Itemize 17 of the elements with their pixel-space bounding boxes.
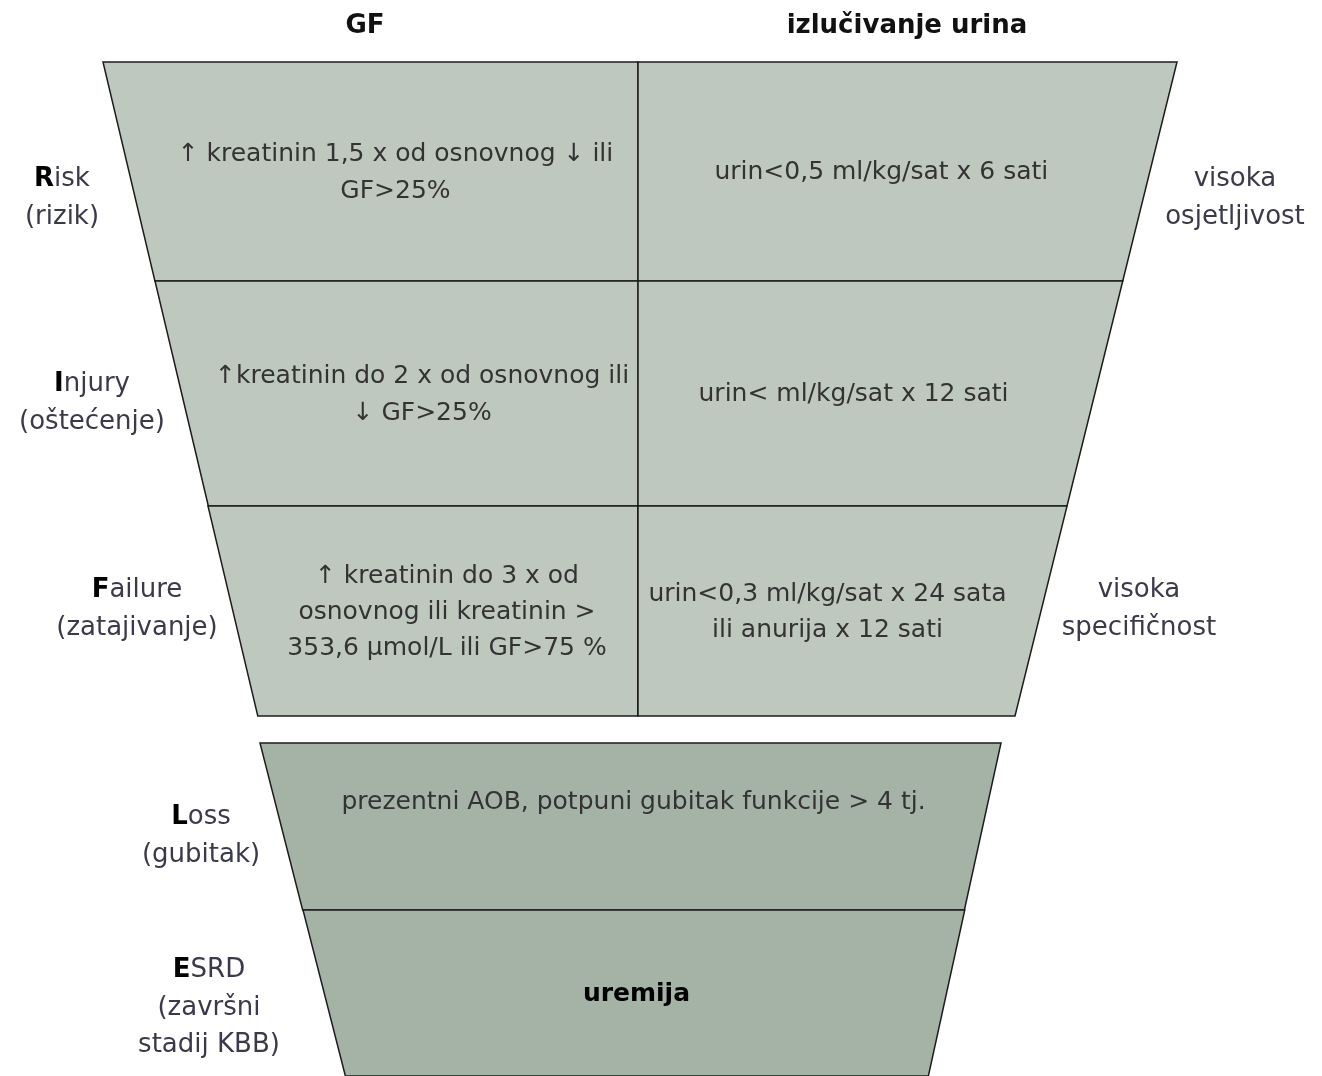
cell-text: urin<0,5 ml/kg/sat x 6 sati [714,155,1049,188]
column-heading: GF [344,8,386,42]
side-note: visoka specifičnost [1060,572,1218,643]
cell-text: uremija [582,976,691,1009]
cell-text: urin< ml/kg/sat x 12 sati [698,377,1009,410]
column-heading: izlučivanje urina [785,8,1029,42]
cell-text: ↑kreatinin do 2 x od osnovnog ili ↓ GF>25% [214,359,630,428]
row-label: Risk (rizik) [23,161,101,232]
cell-text: prezentni AOB, potpuni gubitak funkcije > 4 tj. [341,785,926,817]
row-label: Injury (oštećenje) [18,366,166,437]
cell-text: ↑ kreatinin do 3 x od osnovnog ili kreatinin > 353,6 µmol/L ili GF>75 % [286,558,608,664]
side-note: visoka osjetljivost [1164,161,1306,232]
cell-text: urin<0,3 ml/kg/sat x 24 sata ili anurija x 12 sati [647,576,1008,645]
row-label: ESRD (završni stadij KBB) [137,952,281,1061]
cell-text: ↑ kreatinin 1,5 x od osnovnog ↓ ili GF>25% [176,137,615,206]
row-label: Failure (zatajivanje) [55,572,219,643]
row-label: Loss (gubitak) [140,799,262,870]
